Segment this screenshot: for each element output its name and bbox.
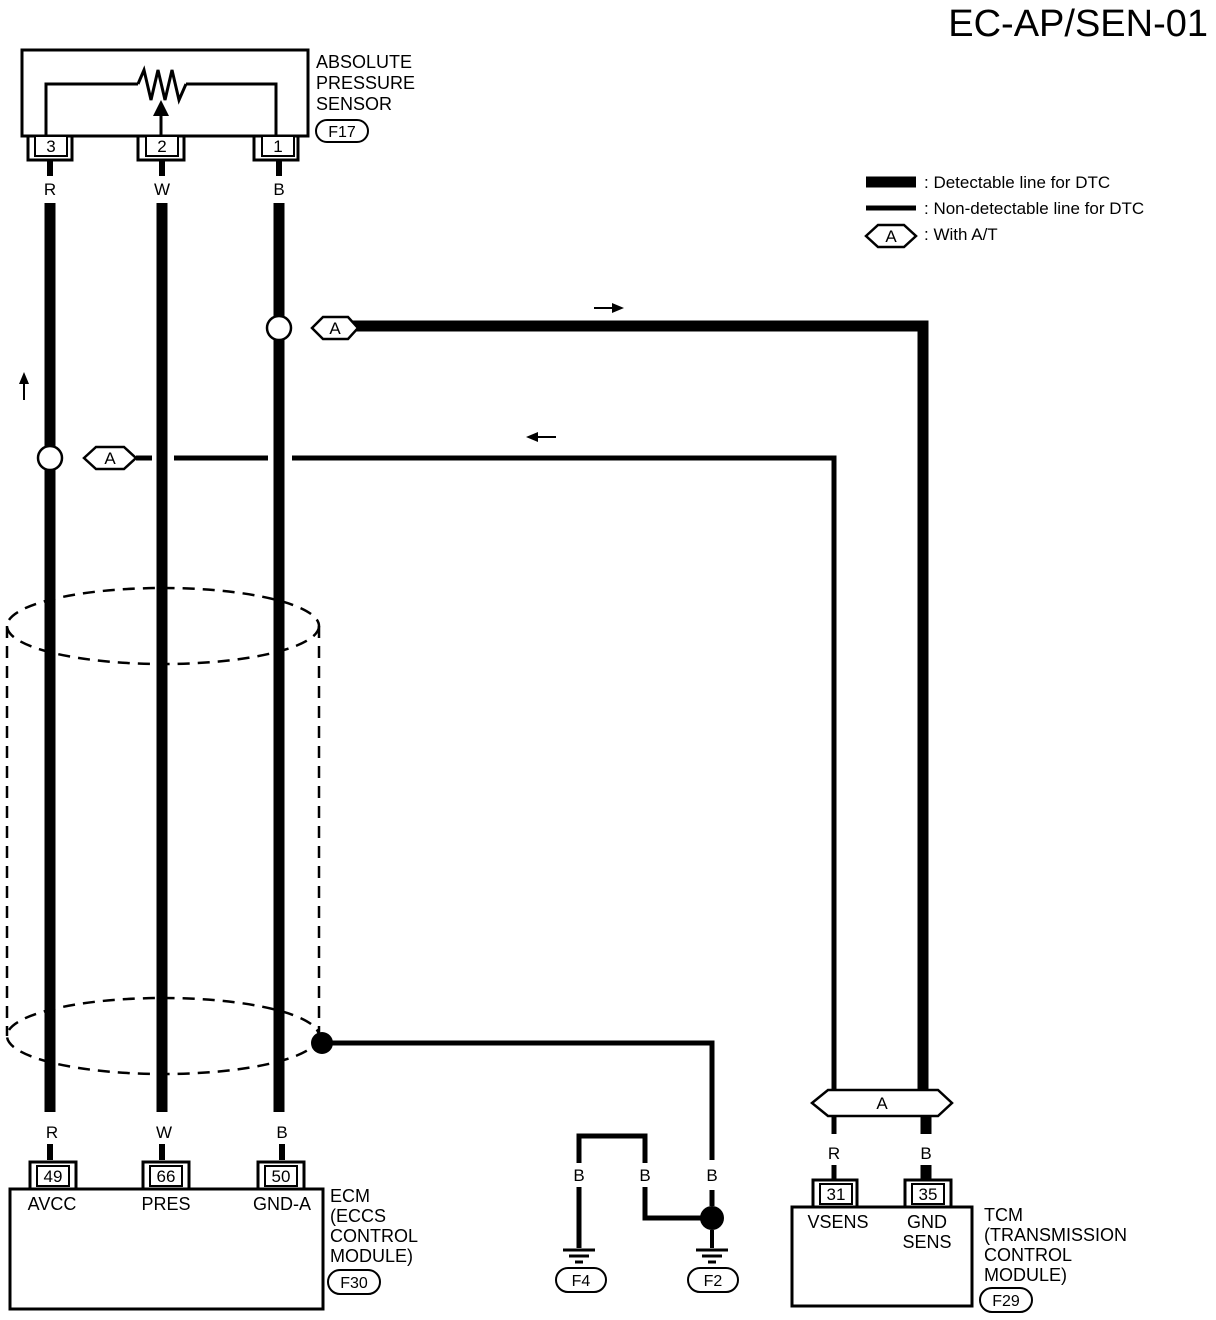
ecm-pin-name: PRES (141, 1194, 190, 1214)
ecm-name-line: (ECCS (330, 1206, 386, 1226)
ground-connector-id: F4 (572, 1273, 591, 1290)
tcm-name-line: CONTROL (984, 1245, 1072, 1265)
legend: : Detectable line for DTC : Non-detectab… (864, 173, 1144, 249)
ground-symbol-icon (563, 1248, 595, 1264)
svg-text:3: 3 (46, 137, 55, 156)
sensor-pin-3: 3 (26, 135, 74, 162)
ground-connector-id: F2 (704, 1273, 723, 1290)
tcm-name-line: TCM (984, 1205, 1023, 1225)
tcm-pin-name: GND (907, 1212, 947, 1232)
sensor-internal-wire (186, 82, 278, 138)
svg-text:A: A (329, 319, 341, 338)
ground-connector-badge (555, 1267, 607, 1293)
svg-text:66: 66 (157, 1167, 176, 1186)
ecm-pin-name: GND-A (253, 1194, 311, 1214)
sensor-name-line: PRESSURE (316, 73, 415, 93)
sensor-name-line: ABSOLUTE (316, 52, 412, 72)
svg-text:31: 31 (827, 1185, 846, 1204)
tcm-name-line: (TRANSMISSION (984, 1225, 1127, 1245)
ground-splice-node (700, 1206, 724, 1230)
tcm-pin-name: SENS (902, 1232, 951, 1252)
tcm-pin-name: VSENS (807, 1212, 868, 1232)
tcm-body (790, 1205, 974, 1308)
wire-color-top: B (273, 180, 284, 199)
ecm-connector-id: F30 (340, 1275, 368, 1292)
sensor-internal-wire (44, 82, 138, 138)
ecm-body (8, 1187, 325, 1311)
wire-color-bottom: R (46, 1123, 58, 1142)
direction-arrow-icon (612, 303, 624, 313)
splice-node (36, 444, 64, 472)
ecm-pin-49: 49 (28, 1160, 78, 1189)
ecm-name-line: ECM (330, 1186, 370, 1206)
ground-wire (576, 1133, 648, 1163)
ecm-connector-badge (327, 1269, 381, 1295)
wire-color-bottom: B (276, 1123, 287, 1142)
tcm-connector-id: F29 (992, 1293, 1020, 1310)
legend-option-tag (864, 223, 918, 249)
wiper-arrow-icon (153, 100, 169, 116)
legend-option-text: : With A/T (924, 225, 998, 244)
svg-text:A: A (876, 1094, 888, 1113)
legend-non-detectable: : Non-detectable line for DTC (924, 199, 1144, 218)
legend-detectable: : Detectable line for DTC (924, 173, 1110, 192)
tcm-connector-badge (979, 1287, 1033, 1313)
ground-wire (642, 1187, 712, 1221)
wire-gnd-to-tcm (352, 320, 929, 1090)
wire-color-bottom: W (156, 1123, 172, 1142)
svg-text:50: 50 (272, 1167, 291, 1186)
shield-drain-wire (322, 1040, 715, 1160)
ecm-module: 49 66 50 AVCC PRES GND-A ECM (ECCS CONTR… (8, 1160, 418, 1311)
direction-arrow-icon (526, 432, 538, 442)
splice-node (265, 314, 293, 342)
wire-avcc-to-tcm (292, 455, 837, 1090)
svg-text:2: 2 (157, 137, 166, 156)
ecm-pin-name: AVCC (28, 1194, 77, 1214)
svg-text:1: 1 (273, 137, 282, 156)
direction-arrow-icon (19, 372, 29, 384)
shield-drain-node (311, 1032, 333, 1054)
tcm-module: 31 35 VSENS GND SENS TCM (TRANSMISSION C… (790, 1178, 1127, 1313)
sensor-body (20, 48, 310, 138)
ecm-pin-66: 66 (141, 1160, 191, 1189)
ecm-name-line: CONTROL (330, 1226, 418, 1246)
option-tag-a: A (82, 445, 138, 471)
ground-symbol-icon (696, 1248, 728, 1264)
ground-connector-badge (687, 1267, 739, 1293)
option-tag-a: A (810, 1088, 954, 1118)
svg-text:35: 35 (919, 1185, 938, 1204)
tcm-name-line: MODULE) (984, 1265, 1067, 1285)
wire-color-tcm: B (920, 1144, 931, 1163)
wire-color-tcm: R (828, 1144, 840, 1163)
svg-text:A: A (104, 449, 116, 468)
sensor-name-line: SENSOR (316, 94, 392, 114)
option-tag-a: A (310, 315, 360, 341)
wire-color-top: W (154, 180, 170, 199)
sensor-pin-2: 2 (136, 135, 186, 162)
page-id: EC-AP/SEN-01 (948, 3, 1208, 45)
wire-color-ground: B (706, 1166, 717, 1185)
svg-text:49: 49 (44, 1167, 63, 1186)
tcm-pin-31: 31 (811, 1178, 859, 1207)
ecm-pin-50: 50 (256, 1160, 306, 1189)
absolute-pressure-sensor: 3 2 1 ABSOLUTE PRESSURE SENSOR F17 (20, 48, 415, 162)
legend-option-code: A (885, 227, 897, 246)
wire-color-top: R (44, 180, 56, 199)
wire-color-ground: B (573, 1166, 584, 1185)
wire-color-ground: B (639, 1166, 650, 1185)
sensor-connector-badge (315, 119, 369, 143)
sensor-connector-id: F17 (328, 124, 356, 141)
resistor-icon (136, 65, 188, 105)
sensor-pin-1: 1 (252, 135, 300, 162)
ecm-name-line: MODULE) (330, 1246, 413, 1266)
tcm-pin-35: 35 (903, 1178, 953, 1207)
